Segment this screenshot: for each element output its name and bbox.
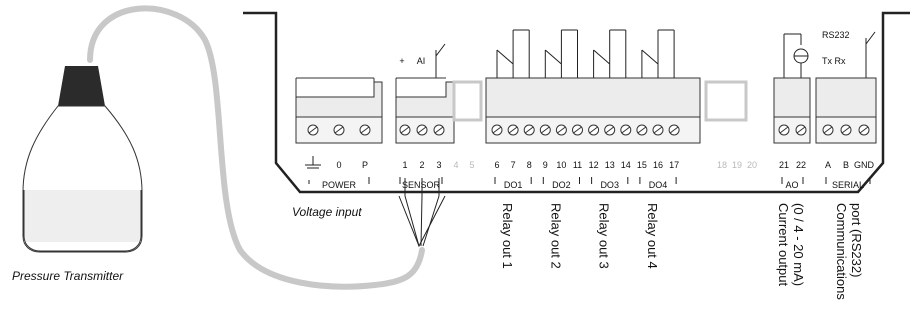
power-terminal-block xyxy=(295,77,383,144)
relay-out-4-label: Relay out 4 xyxy=(645,203,660,269)
relay-out-3-label: Relay out 3 xyxy=(597,203,612,269)
serial-description-line1: Communications xyxy=(834,203,849,300)
relay-out-2-label: Relay out 2 xyxy=(548,203,563,269)
relay-terminal-10: 10 xyxy=(556,160,566,170)
sensor-cable xyxy=(87,5,425,290)
ao-description-line1: Current output xyxy=(776,203,791,286)
sensor-terminal-2: 2 xyxy=(419,160,424,170)
relay-terminal-6: 6 xyxy=(494,160,499,170)
serial-rs232-label: RS232 xyxy=(822,30,850,40)
ao-current-source-icon xyxy=(783,33,809,78)
sensor-spare-terminal-4: 4 xyxy=(453,160,458,170)
ao-label: AO xyxy=(785,180,798,190)
ao-terminal-22: 22 xyxy=(796,160,806,170)
serial-switch-icon xyxy=(865,31,876,78)
spare-terminal-20: 20 xyxy=(747,160,757,170)
serial-terminal-b: B xyxy=(843,160,849,170)
empty-slot-right xyxy=(704,80,748,122)
serial-terminal-a: A xyxy=(825,160,831,170)
relay-terminal-9: 9 xyxy=(543,160,548,170)
relay-terminal-15: 15 xyxy=(637,160,647,170)
relay-terminal-11: 11 xyxy=(573,160,582,170)
relay-terminal-17: 17 xyxy=(669,160,679,170)
enclosure-outline xyxy=(243,11,910,194)
power-terminal-0: 0 xyxy=(336,160,341,170)
sensor-terminal-1: 1 xyxy=(402,160,407,170)
relay-group-do2: DO2 xyxy=(552,180,571,190)
sensor-terminal-3: 3 xyxy=(436,160,441,170)
relay-terminal-7: 7 xyxy=(511,160,516,170)
power-label: POWER xyxy=(322,180,357,190)
relay-terminal-13: 13 xyxy=(605,160,615,170)
sensor-label: SENSOR xyxy=(402,180,441,190)
transmitter-label: Pressure Transmitter xyxy=(12,269,124,283)
empty-slot xyxy=(452,80,483,122)
serial-description-line2: port (RS232) xyxy=(849,203,864,277)
ground-icon xyxy=(305,156,321,169)
relay-group-do1: DO1 xyxy=(504,180,523,190)
serial-terminal-block xyxy=(815,77,877,144)
ao-description-line2: (0 / 4 - 20 mA) xyxy=(791,203,806,286)
relay-out-1-label: Relay out 1 xyxy=(500,203,515,269)
sensor-switch-icon xyxy=(435,43,446,78)
ao-terminal-21: 21 xyxy=(779,160,789,170)
pressure-transmitter-icon xyxy=(22,66,143,253)
relay-switch-icons xyxy=(496,29,675,78)
voltage-input-label: Voltage input xyxy=(292,205,362,219)
sensor-ai-label: AI xyxy=(417,56,426,66)
ao-terminal-block xyxy=(773,77,811,144)
spare-terminal-19: 19 xyxy=(732,160,742,170)
sensor-plus-label: + xyxy=(399,56,404,66)
sensor-terminal-block xyxy=(395,77,455,144)
relay-switch-1 xyxy=(496,29,530,78)
relay-terminal-16: 16 xyxy=(653,160,663,170)
serial-label: SERIAL xyxy=(832,180,864,190)
sensor-wires xyxy=(398,178,446,248)
relay-switch-4 xyxy=(641,29,675,78)
relay-terminal-8: 8 xyxy=(527,160,532,170)
sensor-spare-terminal-5: 5 xyxy=(469,160,474,170)
serial-txrx-label: Tx Rx xyxy=(822,56,846,66)
relay-group-do4: DO4 xyxy=(649,180,668,190)
relay-group-do3: DO3 xyxy=(600,180,619,190)
relay-switch-2 xyxy=(544,29,578,78)
power-terminal-p: P xyxy=(362,160,368,170)
relay-switch-3 xyxy=(593,29,627,78)
serial-terminal-gnd: GND xyxy=(854,160,875,170)
relay-terminal-12: 12 xyxy=(589,160,599,170)
relay-terminal-14: 14 xyxy=(621,160,631,170)
relay-terminal-block xyxy=(485,77,701,144)
spare-terminal-18: 18 xyxy=(717,160,727,170)
